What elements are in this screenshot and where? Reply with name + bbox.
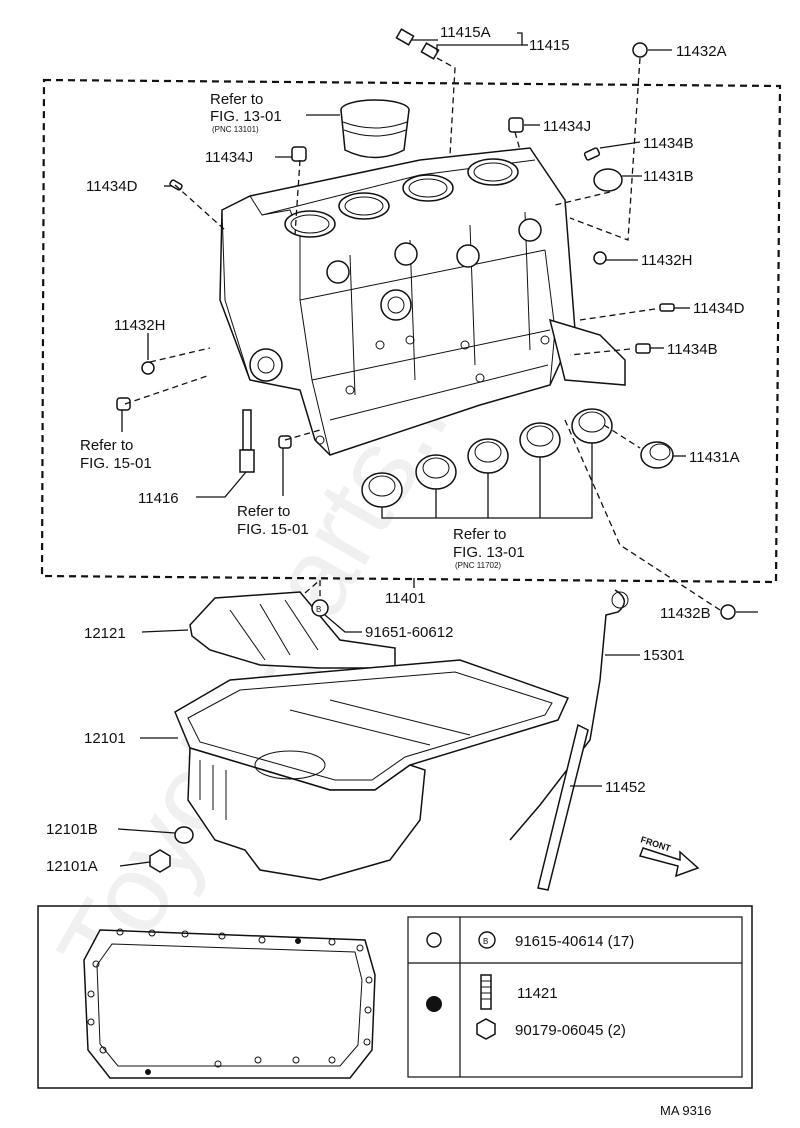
legend-row2-part: 11421 (517, 985, 558, 1002)
stud-icon (480, 974, 492, 1010)
piston-illustration (340, 99, 410, 159)
sensor-11416 (239, 409, 255, 473)
label-11431A: 11431A (689, 449, 740, 466)
pin-11434J-left (291, 146, 307, 162)
plug-11415 (395, 28, 440, 60)
pin-11434D-left (169, 179, 183, 191)
oil-pan-12101 (174, 659, 570, 881)
nut-icon (476, 1018, 496, 1040)
refer-left-line2: FIG. 15-01 (80, 455, 152, 472)
label-11432A: 11432A (676, 43, 727, 60)
refer-piston-line2: FIG. 13-01 (210, 108, 282, 125)
legend-bolt-b-icon (478, 931, 496, 949)
label-12101B: 12101B (46, 821, 98, 838)
refer-left-line1: Refer to (80, 437, 133, 454)
leader-lines (117, 32, 758, 867)
label-15301: 15301 (643, 647, 685, 664)
plug-11431A (640, 441, 674, 469)
gasket-12101B (174, 826, 194, 844)
legend-bolt-b-symbol: B (483, 937, 488, 946)
label-11415A: 11415A (440, 24, 491, 41)
crankshaft-bearings (361, 408, 613, 519)
label-11416: 11416 (138, 490, 179, 507)
oil-pan-gasket (83, 928, 376, 1079)
bolt-11432H-right (593, 251, 607, 265)
dipstick-guide-11452 (537, 723, 589, 891)
bolt-b-91651: B (311, 599, 329, 617)
legend-table: B 91615-40614 (17) 11421 90179-06045 (2) (407, 916, 743, 1078)
refer-mid-line1: Refer to (237, 503, 290, 520)
refer-piston-line1: Refer to (210, 91, 263, 108)
refer-bearing-line1: Refer to (453, 526, 506, 543)
pin-left-lower (116, 397, 131, 411)
label-11434B-top: 11434B (643, 135, 694, 152)
label-11434D-right: 11434D (693, 300, 745, 317)
legend-open-circle-icon (426, 932, 442, 948)
front-arrow-icon: FRONT (639, 834, 700, 878)
cylinder-block (219, 147, 626, 456)
bolt-11432H-left (141, 361, 155, 375)
bolt-11432A (632, 42, 648, 58)
refer-labels: Refer to FIG. 13-01 (PNC 13101) Refer to… (80, 91, 525, 570)
label-11434B-right: 11434B (667, 341, 718, 358)
refer-mid-line2: FIG. 15-01 (237, 521, 309, 538)
label-12101A: 12101A (46, 858, 98, 875)
pin-11434D-right (659, 303, 675, 312)
refer-bearing-line2: FIG. 13-01 (453, 544, 525, 561)
bolt-b-symbol: B (316, 605, 321, 614)
label-11434D-left: 11434D (86, 178, 138, 195)
label-11432B: 11432B (660, 605, 711, 622)
part-labels: 11415A 11415 11432A 11434J 11434J 11434B… (46, 24, 745, 875)
gasket-detail-box (37, 905, 753, 1089)
gasket-holes (87, 928, 373, 1075)
label-11452: 11452 (605, 779, 646, 796)
label-11434J-top: 11434J (543, 118, 591, 135)
pin-11434J-top (508, 117, 524, 133)
legend-row2-text: 90179-06045 (2) (515, 1022, 626, 1039)
label-11401: 11401 (385, 590, 426, 607)
refer-piston-pnc: (PNC 13101) (212, 125, 259, 134)
dipstick-15301 (509, 589, 629, 841)
label-12101: 12101 (84, 730, 126, 747)
pin-11434B-top (583, 147, 601, 161)
label-12121: 12121 (84, 625, 126, 642)
label-11432H-left: 11432H (114, 317, 165, 334)
refer-bearing-pnc: (PNC 11702) (455, 561, 501, 570)
pin-mid-lower (278, 435, 292, 449)
label-11434J-left: 11434J (205, 149, 253, 166)
label-11415: 11415 (529, 37, 570, 54)
label-11431B: 11431B (643, 168, 694, 185)
drain-plug-12101A (149, 849, 171, 873)
label-91651-60612: 91651-60612 (365, 624, 453, 641)
bolt-11432B (720, 604, 736, 620)
diagram-code: MA 9316 (660, 1103, 711, 1118)
plug-11431B (593, 168, 623, 192)
legend-row1-text: 91615-40614 (17) (515, 933, 634, 950)
label-11432H-right: 11432H (641, 252, 692, 269)
legend-filled-circle-icon (426, 996, 442, 1012)
pin-11434B-right (635, 343, 651, 354)
